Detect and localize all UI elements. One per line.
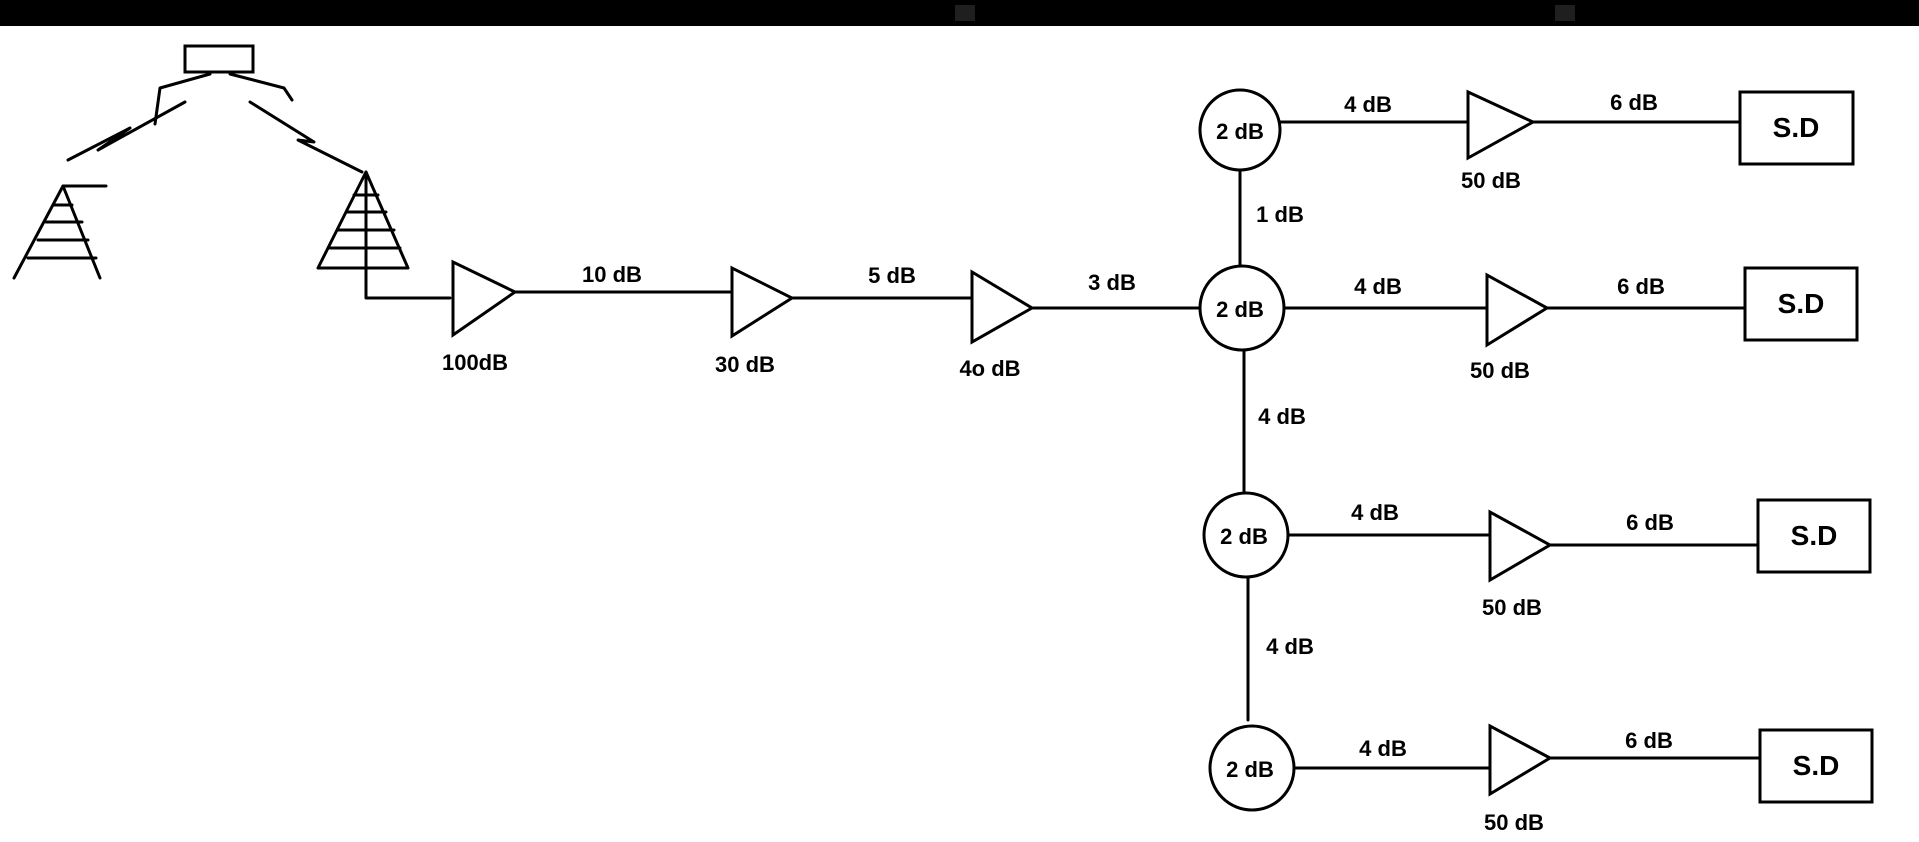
amplifier-gain-label: 100dB bbox=[442, 350, 508, 375]
amplifier-branch-3 bbox=[1488, 509, 1554, 583]
vertical-loss-label: 4 dB bbox=[1266, 634, 1314, 659]
branch-loss-label: 4 dB bbox=[1351, 500, 1399, 525]
amplifier-gain-label: 30 dB bbox=[715, 352, 775, 377]
device-label: S.D bbox=[1793, 750, 1840, 781]
device-box-1 bbox=[1738, 90, 1855, 166]
top-bar bbox=[0, 0, 1919, 26]
amplifier-icon bbox=[970, 269, 1035, 345]
satellite-right-arm bbox=[228, 72, 294, 102]
branch-loss-label: 6 dB bbox=[1610, 90, 1658, 115]
splitter-4 bbox=[1208, 724, 1296, 812]
device-label: S.D bbox=[1773, 112, 1820, 143]
branch-loss-label: 4 dB bbox=[1354, 274, 1402, 299]
branch-loss-label: 6 dB bbox=[1625, 728, 1673, 753]
window-control-icon[interactable] bbox=[1555, 5, 1575, 21]
trunk-loss-label: 3 dB bbox=[1088, 270, 1136, 295]
downlink-signal-icon bbox=[66, 100, 187, 162]
amplifier-icon bbox=[1466, 89, 1537, 161]
amplifier-icon bbox=[451, 259, 518, 338]
satellite-link bbox=[66, 44, 364, 174]
vertical-bus bbox=[1238, 158, 1250, 722]
satellite-left-arm bbox=[153, 72, 212, 126]
amplifier-branch-4 bbox=[1488, 723, 1554, 797]
amplifier-branch-1 bbox=[1466, 89, 1537, 161]
uplink-signal-icon bbox=[248, 100, 364, 174]
splitter-1 bbox=[1198, 88, 1282, 172]
amplifier-branch-2 bbox=[1485, 272, 1550, 348]
amplifier-icon bbox=[1488, 723, 1554, 797]
trunk-lines bbox=[513, 290, 1202, 310]
amplifier-gain-label: 50 dB bbox=[1484, 810, 1544, 835]
branch-lines bbox=[1277, 120, 1762, 770]
branch-loss-label: 4 dB bbox=[1344, 92, 1392, 117]
splitter-loss-label: 2 dB bbox=[1220, 524, 1268, 549]
amplifier-3 bbox=[970, 269, 1035, 345]
trunk-loss-label: 5 dB bbox=[868, 263, 916, 288]
amplifier-gain-label: 50 dB bbox=[1461, 168, 1521, 193]
device-box-4 bbox=[1758, 728, 1874, 804]
amplifier-gain-label: 50 dB bbox=[1482, 595, 1542, 620]
splitter-loss-label: 2 dB bbox=[1216, 297, 1264, 322]
tower-right-icon bbox=[316, 170, 452, 300]
amplifier-gain-label: 50 dB bbox=[1470, 358, 1530, 383]
vertical-loss-label: 4 dB bbox=[1258, 404, 1306, 429]
amplifier-icon bbox=[1485, 272, 1550, 348]
device-box-2 bbox=[1743, 266, 1859, 342]
device-label: S.D bbox=[1791, 520, 1838, 551]
satellite-icon bbox=[183, 44, 255, 74]
branch-loss-label: 6 dB bbox=[1626, 510, 1674, 535]
tower-left-icon bbox=[12, 184, 108, 280]
branch-loss-label: 4 dB bbox=[1359, 736, 1407, 761]
device-box-3 bbox=[1756, 498, 1872, 574]
device-label: S.D bbox=[1778, 288, 1825, 319]
amplifier-icon bbox=[1488, 509, 1554, 583]
trunk-loss-label: 10 dB bbox=[582, 262, 642, 287]
vertical-loss-label: 1 dB bbox=[1256, 202, 1304, 227]
splitter-3 bbox=[1202, 491, 1290, 579]
splitter-loss-label: 2 dB bbox=[1216, 119, 1264, 144]
amplifier-2 bbox=[730, 265, 796, 339]
amplifier-icon bbox=[730, 265, 796, 339]
amplifier-1 bbox=[451, 259, 518, 338]
splitter-2 bbox=[1198, 264, 1286, 352]
window-control-icon[interactable] bbox=[955, 5, 975, 21]
splitter-loss-label: 2 dB bbox=[1226, 757, 1274, 782]
branch-loss-label: 6 dB bbox=[1617, 274, 1665, 299]
amplifier-gain-label: 4o dB bbox=[959, 356, 1020, 381]
